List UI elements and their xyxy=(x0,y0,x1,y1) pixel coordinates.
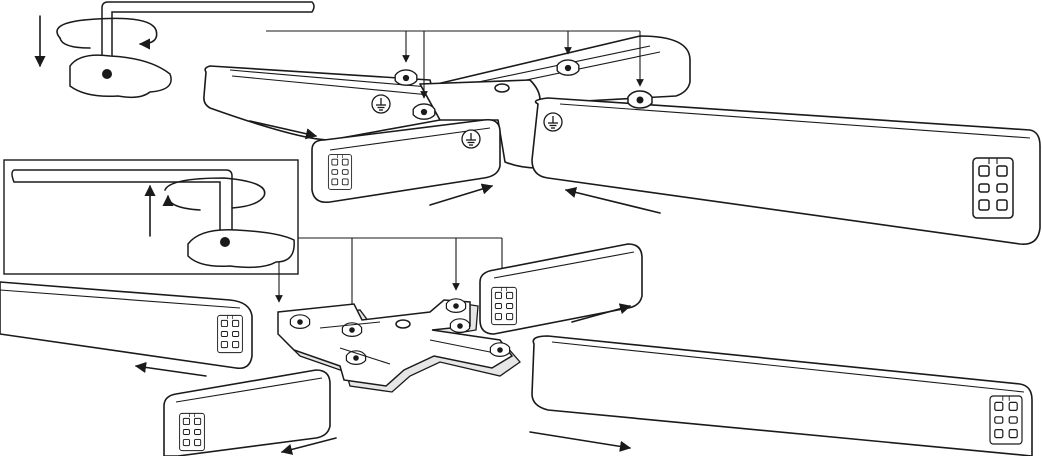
cross-connector-piece xyxy=(277,298,521,393)
rotate-arrow-icon xyxy=(56,19,85,39)
rail-left-top xyxy=(203,65,441,141)
exploded-track-cross xyxy=(0,243,1033,456)
ground-symbol-icon xyxy=(371,94,391,114)
rail-right-bottom xyxy=(531,335,1033,456)
rail-front-bottom xyxy=(163,369,331,456)
rail-front-left xyxy=(311,118,501,204)
rail-back-bottom xyxy=(479,243,643,335)
clamp-icon xyxy=(412,103,436,120)
ground-symbol-icon xyxy=(461,129,481,149)
hex-key-loosen-detail xyxy=(3,159,299,275)
direction-arrow-icon xyxy=(134,303,632,455)
hub-hole xyxy=(494,83,510,93)
ground-symbol-icon xyxy=(543,112,563,132)
assembled-track-cross xyxy=(203,30,1041,245)
rail-right-top xyxy=(531,97,1041,245)
hex-key-tighten-detail xyxy=(34,1,315,99)
direction-arrow-icon xyxy=(249,120,661,214)
callout-lines-top xyxy=(266,30,644,99)
hex-key-icon xyxy=(101,1,315,74)
clamp-icon xyxy=(556,59,580,76)
clamp-icon xyxy=(627,90,653,109)
rotate-arrow-icon xyxy=(164,177,266,209)
clamp-icon xyxy=(394,69,418,86)
rail-left-bottom xyxy=(0,281,253,370)
